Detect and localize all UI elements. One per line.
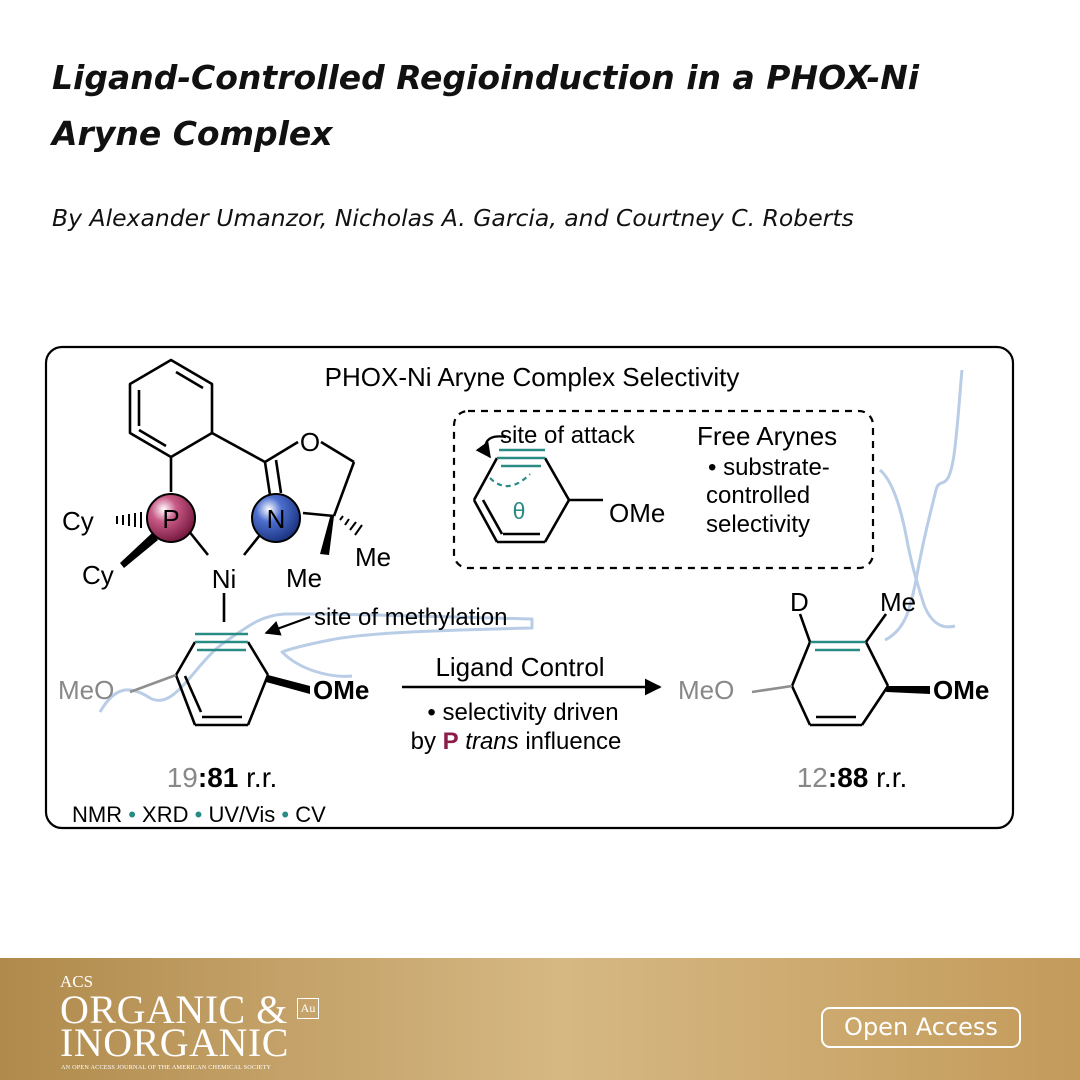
technique-item: CV	[295, 802, 326, 827]
graphic-heading: PHOX-Ni Aryne Complex Selectivity	[325, 362, 740, 392]
logo-journal-line2: INORGANIC	[60, 1020, 289, 1065]
technique-separator: •	[189, 802, 209, 827]
cy-solid-wedge	[120, 533, 158, 568]
product-ratio-gray: 12	[797, 762, 828, 793]
theta-symbol: θ	[513, 498, 526, 524]
complex-ratio: 19:81 r.r.	[167, 762, 278, 793]
phosphorus-label: P	[162, 504, 179, 534]
product-me-label: Me	[880, 587, 916, 617]
arrow-note-end: influence	[519, 728, 622, 755]
meo-left-label: MeO	[58, 675, 114, 705]
arrow-note-space	[459, 728, 466, 755]
product-ome-bold-bond	[886, 686, 930, 694]
complex-ratio-bold: :81	[198, 762, 238, 793]
arrow-note-l1: • selectivity driven	[427, 699, 618, 726]
technique-item: XRD	[142, 802, 188, 827]
journal-footer-banner: ACS ORGANIC & INORGANIC Au AN OPEN ACCES…	[0, 958, 1080, 1080]
nickel-label: Ni	[212, 564, 237, 594]
product-ratio: 12:88 r.r.	[797, 762, 908, 793]
technique-separator: •	[275, 802, 295, 827]
arrow-note-trans: trans	[465, 728, 518, 755]
me-solid-wedge	[320, 516, 334, 555]
technique-separator: •	[122, 802, 142, 827]
product-ratio-bold: :88	[828, 762, 868, 793]
open-access-button[interactable]: Open Access	[821, 1007, 1021, 1048]
me-label-bottom: Me	[286, 563, 322, 593]
nitrogen-label: N	[267, 504, 286, 534]
me-label-right: Me	[355, 542, 391, 572]
free-aryne-ring	[472, 448, 603, 544]
arrow-note-by: by	[411, 728, 443, 755]
cy-hashed-wedge	[116, 512, 142, 528]
free-arynes-bullet-l1: • substrate-	[708, 454, 830, 481]
phox-ligand-structure	[128, 358, 356, 622]
angle-arc	[489, 473, 531, 488]
complex-ratio-suffix: r.r.	[238, 762, 277, 793]
aryne-ring	[129, 632, 270, 727]
cy-label-bottom: Cy	[82, 560, 114, 590]
ligand-control-label: Ligand Control	[435, 652, 604, 682]
toc-graphic-svg: PHOX-Ni Aryne Complex Selectivity	[44, 345, 1015, 830]
methylation-label: site of methylation	[314, 604, 507, 631]
technique-item: UV/Vis	[208, 802, 275, 827]
article-authors: By Alexander Umanzor, Nicholas A. Garcia…	[52, 204, 854, 232]
product-meo-label: MeO	[678, 675, 734, 705]
methylation-arrow	[264, 615, 311, 636]
logo-journal-line1: ORGANIC &	[60, 987, 288, 1032]
free-arynes-heading: Free Arynes	[697, 421, 837, 451]
ome-bold-bond	[266, 675, 310, 694]
arrow-note-l2: by P trans influence	[411, 728, 622, 755]
ome-right-label: OMe	[313, 675, 369, 705]
product-ratio-suffix: r.r.	[868, 762, 907, 793]
free-arynes-bullet-l3: selectivity	[706, 511, 810, 538]
attack-label: site of attack	[500, 422, 636, 449]
techniques-row: NMR • XRD • UV/Vis • CV	[72, 802, 326, 827]
toc-graphic: PHOX-Ni Aryne Complex Selectivity	[0, 330, 1080, 850]
phosphorus-atom	[146, 493, 196, 543]
oxygen-label: O	[300, 427, 320, 457]
free-arynes-bullet-l2: controlled	[706, 482, 810, 509]
cv-trace-decoration	[884, 369, 964, 642]
complex-ratio-gray: 19	[167, 762, 198, 793]
product-ring	[751, 613, 890, 727]
cv-trace-decoration	[878, 468, 956, 629]
me-hashed-wedge	[339, 515, 363, 536]
logo-tagline: AN OPEN ACCESS JOURNAL OF THE AMERICAN C…	[61, 1064, 272, 1071]
free-arynes-box	[452, 409, 875, 570]
attack-arrow	[475, 435, 507, 459]
logo-au-badge: Au	[297, 998, 319, 1019]
technique-item: NMR	[72, 802, 122, 827]
nitrogen-atom	[251, 493, 301, 543]
cv-trace-decoration	[98, 612, 534, 713]
product-ome-label: OMe	[933, 675, 989, 705]
article-title: Ligand-Controlled Regioinduction in a PH…	[52, 58, 920, 153]
logo-acs-text: ACS	[60, 972, 94, 991]
product-d-label: D	[790, 587, 809, 617]
free-aryne-ome-label: OMe	[609, 498, 665, 528]
arrow-note-p: P	[443, 728, 459, 755]
cy-label-top: Cy	[62, 506, 94, 536]
graphic-frame	[44, 345, 1015, 830]
